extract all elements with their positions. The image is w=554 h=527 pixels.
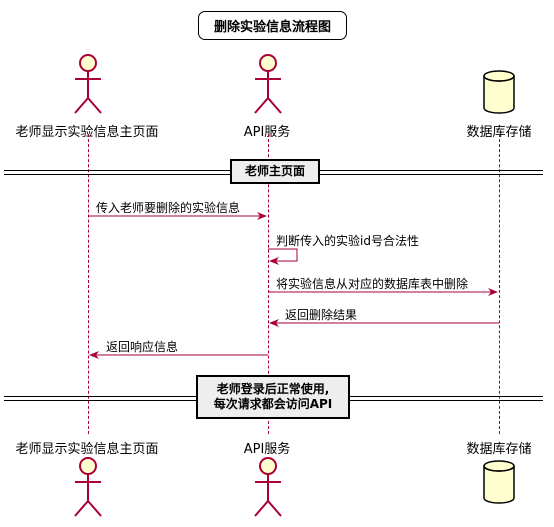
- actor-icon: [254, 457, 282, 517]
- participant-label-api-top: API服务: [243, 125, 291, 140]
- database-icon: [483, 70, 515, 114]
- message-label-2: 判断传入的实验id号合法性: [276, 234, 419, 248]
- message-label-3: 将实验信息从对应的数据库表中删除: [276, 277, 469, 291]
- actor-icon: [74, 457, 102, 517]
- divider-text-line-1: 老师登录后正常使用,: [216, 382, 330, 396]
- participant-label-teacher-page-bottom: 老师显示实验信息主页面: [15, 442, 159, 457]
- message-label-1: 传入老师要删除的实验信息: [96, 201, 241, 215]
- divider-teacher-homepage: 老师主页面: [230, 159, 320, 184]
- participant-label-database-top: 数据库存储: [466, 125, 532, 140]
- diagram-title: 删除实验信息流程图: [198, 11, 347, 40]
- participant-label-database-bottom: 数据库存储: [466, 442, 532, 457]
- message-label-5: 返回响应信息: [106, 340, 179, 354]
- lifeline-teacher-page: [88, 134, 89, 434]
- lifeline-api: [268, 134, 269, 434]
- message-arrow-2-self: [268, 248, 298, 265]
- actor-icon: [254, 54, 282, 114]
- actor-icon: [74, 54, 102, 114]
- database-icon: [483, 460, 515, 504]
- divider-login-note: 老师登录后正常使用, 每次请求都会访问API: [196, 375, 350, 419]
- divider-text-line-2: 每次请求都会访问API: [213, 397, 333, 411]
- message-label-4: 返回删除结果: [285, 308, 358, 322]
- participant-label-teacher-page-top: 老师显示实验信息主页面: [15, 125, 159, 140]
- participant-label-api-bottom: API服务: [243, 442, 291, 457]
- lifeline-database: [499, 134, 500, 434]
- divider-text: 老师主页面: [244, 164, 305, 178]
